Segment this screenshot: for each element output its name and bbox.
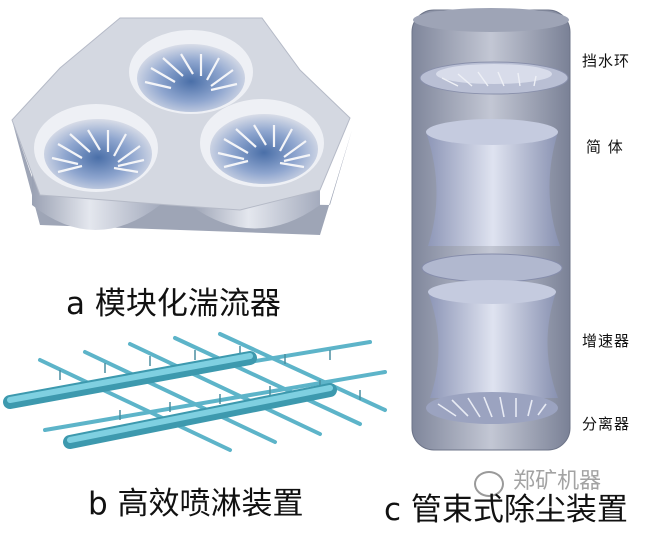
opening-right [200, 99, 324, 187]
label-tube-body: 简 体 [586, 138, 624, 156]
caption-c: c 管束式除尘装置 [384, 492, 628, 528]
opening-left [34, 104, 158, 192]
label-water-ring: 挡水环 [582, 52, 631, 70]
dust-remover-illustration [411, 8, 571, 451]
label-separator: 分离器 [582, 415, 631, 433]
vanes-top [144, 53, 238, 92]
separator-vanes [437, 396, 547, 418]
lower-barrel [428, 292, 558, 398]
caption-a: a 模块化湍流器 [66, 286, 281, 322]
watermark: 郑矿机器 [474, 463, 601, 497]
upper-barrel [426, 132, 560, 246]
watermark-text: 郑矿机器 [513, 469, 602, 494]
accelerator-disk [421, 253, 563, 283]
vanes-left [51, 129, 145, 174]
wechat-icon [474, 470, 504, 497]
caption-b: b 高效喷淋装置 [88, 486, 304, 522]
label-accelerator: 增速器 [582, 332, 631, 350]
turbulator-illustration [11, 17, 352, 235]
ring-vanes [441, 71, 537, 87]
vanes-right [217, 124, 311, 169]
separator-base [426, 392, 558, 424]
main-header [3, 351, 337, 449]
spray-illustration [3, 332, 387, 452]
